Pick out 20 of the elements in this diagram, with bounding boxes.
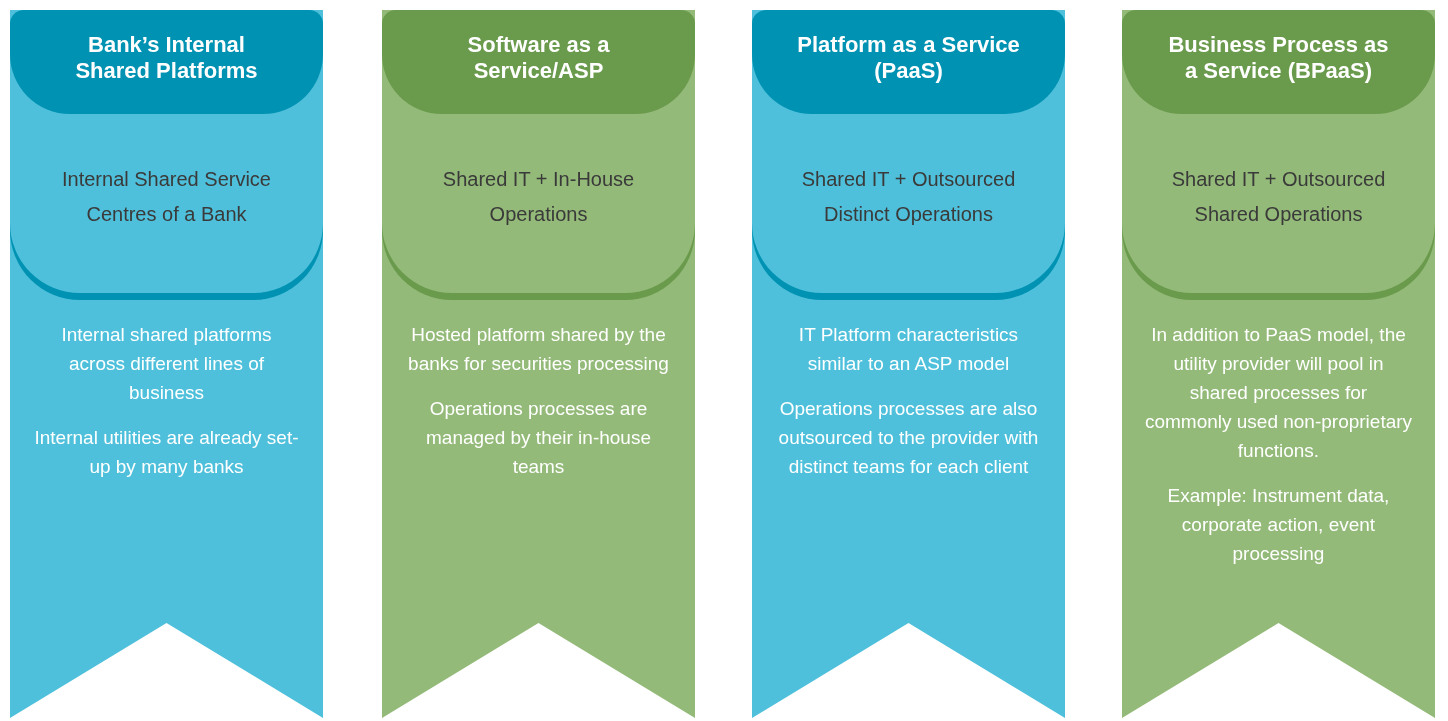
ribbon-banner <box>1122 10 1435 718</box>
banner-heading: Platform as a Service (PaaS) <box>752 10 1065 114</box>
ribbon-banner <box>752 10 1065 718</box>
banner-heading: Business Process as a Service (BPaaS) <box>1122 10 1435 114</box>
body-text: Internal shared platforms across different lines of business <box>60 323 273 405</box>
body-text: Operations processes are also outsourced to the provider with distinct teams for each client <box>777 397 1040 479</box>
subtitle-text: Shared IT + In-House Operations <box>441 167 636 227</box>
banner-heading: Software as a Service/ASP <box>382 10 695 114</box>
subtitle-text: Shared IT + Outsourced Distinct Operations <box>800 167 1017 227</box>
body-text: In addition to PaaS model, the utility provider will pool in shared processes for commonly used non-proprietary functions. <box>1143 323 1414 463</box>
banner-heading: Bank’s Internal Shared Platforms <box>10 10 323 114</box>
subtitle-text: Internal Shared Service Centres of a Bank <box>61 167 272 227</box>
body-text: Hosted platform shared by the banks for securities processing <box>407 323 670 376</box>
body-text: Operations processes are managed by their in-house teams <box>425 397 652 479</box>
ribbon-banner <box>10 10 323 718</box>
ribbon-banner <box>382 10 695 718</box>
body-text: Example: Instrument data, corporate action, event processing <box>1166 484 1391 566</box>
subtitle-text: Shared IT + Outsourced Shared Operations <box>1170 167 1387 227</box>
body-text: Internal utilities are already set-up by many banks <box>33 426 300 479</box>
body-text: IT Platform characteristics similar to an ASP model <box>797 323 1020 376</box>
